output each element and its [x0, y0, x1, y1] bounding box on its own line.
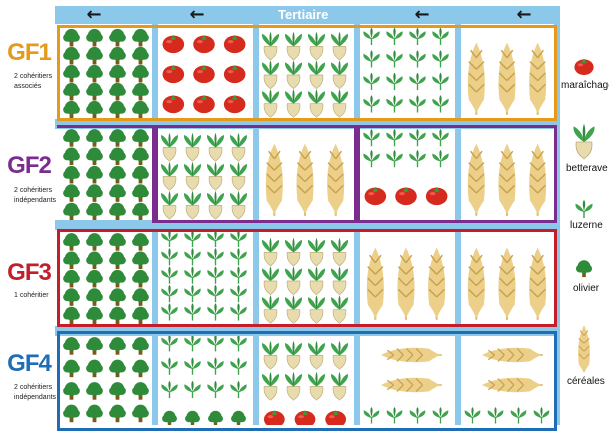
olive-tree-icon [560, 255, 608, 281]
legend-label-luzerne: luzerne [570, 220, 603, 232]
header-title: Tertiaire [278, 6, 328, 24]
group-frame-gf3 [57, 229, 557, 327]
legend-label-maraichage: maraîchage [561, 80, 609, 92]
group-note-gf4-line2: indépendants [14, 393, 66, 403]
left-arrow-icon: ← [183, 6, 211, 24]
left-arrow-icon: ← [510, 6, 538, 24]
group-frame-gf2-b [357, 125, 557, 223]
wheat-icon [560, 320, 608, 372]
group-note-gf2-line1: 2 cohéritiers [14, 186, 66, 196]
left-arrow-icon: ← [408, 6, 436, 24]
legend-label-cereales: céréales [567, 376, 605, 388]
group-note-gf4-line1: 2 cohéritiers [14, 383, 66, 393]
group-note-gf2-line2: indépendants [14, 196, 66, 206]
left-arrow-icon: ← [80, 6, 108, 24]
group-frame-gf1 [57, 25, 557, 121]
group-id-gf4: GF4 [4, 351, 54, 377]
group-id-gf3: GF3 [4, 260, 54, 286]
alfalfa-icon [560, 196, 608, 220]
group-id-gf1: GF1 [4, 40, 54, 66]
group-frame-gf2-a [155, 125, 357, 223]
group-frame-gf2-olive-part [57, 125, 155, 223]
group-note-gf1-line1: 2 cohéritiers [14, 72, 66, 82]
group-note-gf3-line1: 1 cohéritier [14, 291, 66, 301]
group-id-gf2: GF2 [4, 153, 54, 179]
group-note-gf1-line2: associés [14, 82, 66, 92]
legend-label-olivier: olivier [573, 283, 599, 295]
legend-label-betterave: betterave [566, 163, 608, 175]
beet-icon [560, 118, 608, 162]
group-frame-gf4 [57, 331, 557, 431]
tomato-icon [560, 46, 608, 80]
